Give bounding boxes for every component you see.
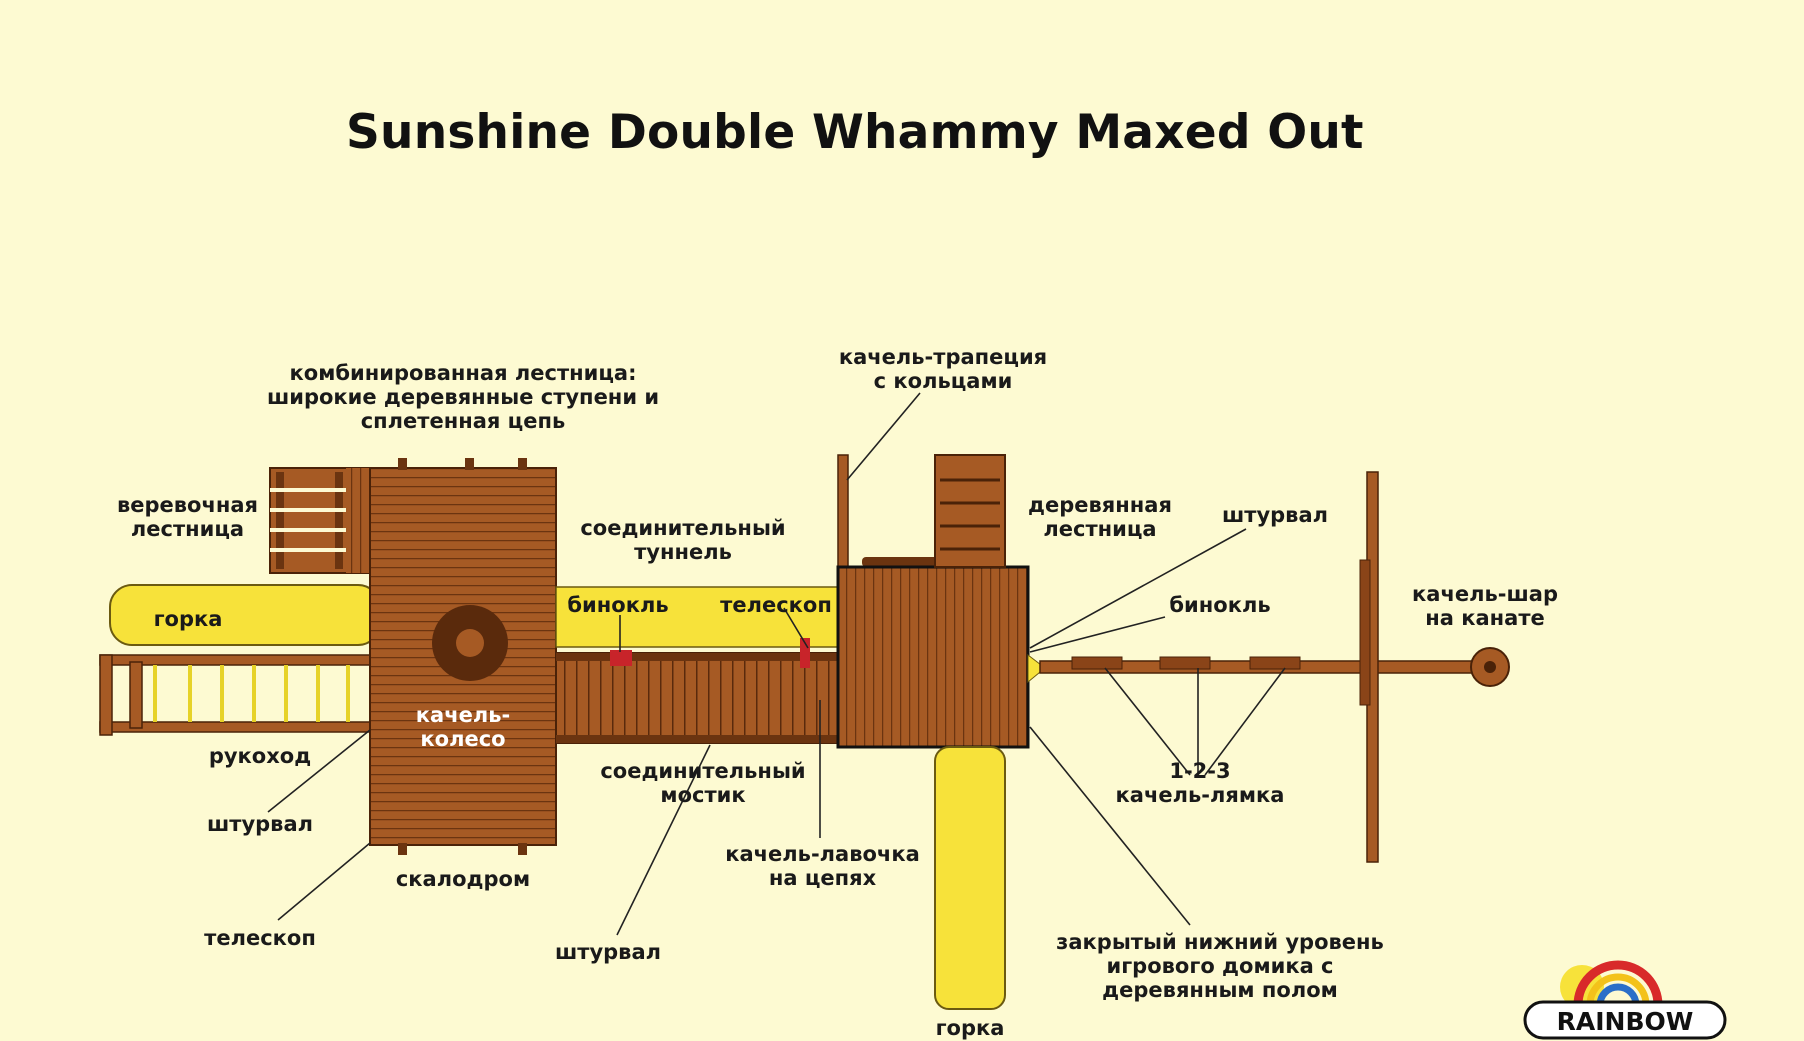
label-steering-wheel-mid: штурвал bbox=[554, 940, 662, 964]
label-connecting-bridge: соединительный мостик bbox=[600, 759, 806, 807]
label-trapeze: качель-трапеция с кольцами bbox=[838, 345, 1048, 393]
label-slide-bottom: горка bbox=[935, 1016, 1005, 1040]
label-slide-left: горка bbox=[153, 607, 223, 631]
label-enclosed-level: закрытый нижний уровень игрового домика … bbox=[1056, 930, 1384, 1002]
label-belt-swings: 1-2-3 качель-лямка bbox=[1115, 759, 1285, 807]
label-bench-swing: качель-лавочка на цепях bbox=[725, 842, 920, 890]
label-tire-swing: качель- колесо bbox=[415, 703, 511, 751]
tire-swing bbox=[432, 605, 508, 681]
rope-ladder bbox=[269, 467, 371, 574]
page-title: Sunshine Double Whammy Maxed Out bbox=[346, 105, 1364, 160]
label-telescope-mid: телескоп bbox=[720, 593, 832, 617]
label-monkey-bars: рукоход bbox=[208, 744, 312, 768]
label-wood-ladder: деревянная лестница bbox=[1028, 493, 1172, 541]
logo-brand: RAINBOW bbox=[1557, 1007, 1694, 1036]
label-telescope-left: телескоп bbox=[204, 926, 316, 950]
label-combo-ladder: комбинированная лестница: широкие деревя… bbox=[266, 361, 660, 433]
swing-beam bbox=[1027, 653, 1501, 684]
rainbow-logo: RAINBOW bbox=[1523, 960, 1727, 1040]
label-steering-wheel-left: штурвал bbox=[206, 812, 314, 836]
ball-swing bbox=[1470, 647, 1510, 687]
slide-bottom bbox=[934, 746, 1006, 1010]
tower-right bbox=[836, 557, 1030, 749]
label-binoculars-right: бинокль bbox=[1169, 593, 1271, 617]
connecting-bridge bbox=[555, 652, 839, 744]
label-rock-wall: скалодром bbox=[395, 867, 531, 891]
leader-lines bbox=[267, 392, 1286, 936]
binoculars-icon bbox=[610, 650, 632, 666]
connecting-tunnel bbox=[555, 586, 839, 648]
label-binoculars-mid: бинокль bbox=[567, 593, 669, 617]
label-rope-ladder: веревочная лестница bbox=[116, 493, 259, 541]
telescope-icon bbox=[800, 638, 810, 668]
trapeze-post bbox=[837, 454, 849, 576]
a-frame-leg bbox=[1359, 471, 1379, 863]
wooden-ladder bbox=[934, 454, 1006, 568]
label-connecting-tunnel: соединительный туннель bbox=[580, 516, 786, 564]
label-ball-swing: качель-шар на канате bbox=[1412, 582, 1558, 630]
monkey-bars bbox=[99, 654, 381, 736]
label-steering-wheel-right: штурвал bbox=[1221, 503, 1329, 527]
